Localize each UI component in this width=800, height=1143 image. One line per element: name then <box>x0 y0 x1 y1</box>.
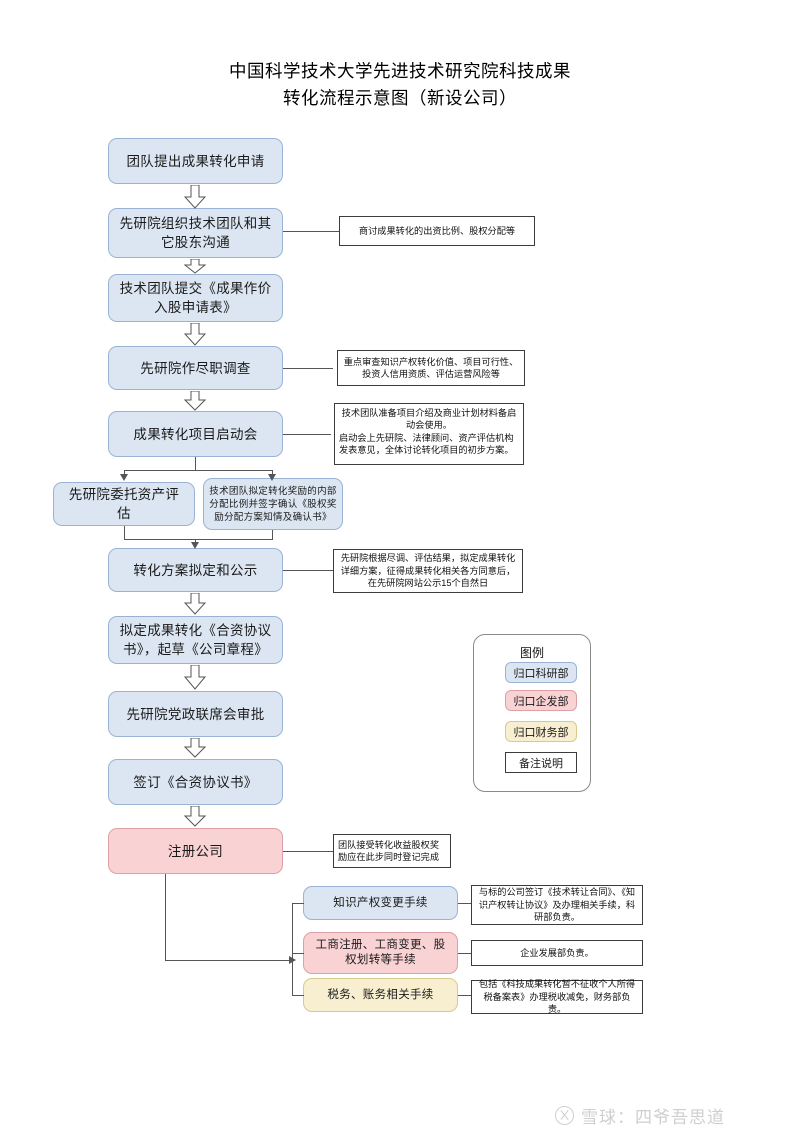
note-due-diligence-scope: 重点审查知识产权转化价值、项目可行性、投资人信用资质、评估运营风险等 <box>337 350 525 386</box>
flow-node-tax-accounting-procedures[interactable]: 税务、账务相关手续 <box>303 978 458 1012</box>
flow-node-due-diligence[interactable]: 先研院作尽职调查 <box>108 346 283 390</box>
arrow-down-icon <box>184 323 206 349</box>
flow-node-sign-agreement[interactable]: 签订《合资协议书》 <box>108 759 283 805</box>
note-ip-transfer-responsibility: 与标的公司签订《技术转让合同》、《知识产权转让协议》及办理相关手续，科研部负责。 <box>471 885 643 925</box>
watermark-text: 雪球：四爷吾思道 <box>581 1108 725 1127</box>
arrow-down-icon <box>184 391 206 417</box>
flow-node-register-company[interactable]: 注册公司 <box>108 828 283 874</box>
arrow-down-icon <box>184 806 206 832</box>
flow-node-internal-reward-allocation[interactable]: 技术团队拟定转化奖励的内部分配比例并签字确认《股权奖励分配方案知情及确认书》 <box>203 478 343 530</box>
connector-line <box>195 457 196 470</box>
flow-node-ip-change-procedures[interactable]: 知识产权变更手续 <box>303 886 458 920</box>
arrow-down-icon <box>184 259 206 285</box>
connector-line <box>292 903 293 995</box>
connector-line <box>124 526 125 539</box>
flow-node-asset-valuation[interactable]: 先研院委托资产评估 <box>53 482 195 526</box>
note-equity-reward-registration: 团队接受转化收益股权奖励应在此步同时登记完成 <box>333 834 451 868</box>
flow-node-submit-application-form[interactable]: 技术团队提交《成果作价入股申请表》 <box>108 274 283 322</box>
flow-node-draft-agreements[interactable]: 拟定成果转化《合资协议书》，起草《公司章程》 <box>108 616 283 664</box>
note-enterprise-dept-responsibility: 企业发展部负责。 <box>471 940 643 966</box>
connector-line <box>124 470 272 471</box>
connector-line <box>165 960 290 961</box>
note-funding-ratio: 商讨成果转化的出资比例、股权分配等 <box>339 216 535 246</box>
flow-node-party-committee-approval[interactable]: 先研院党政联席会审批 <box>108 691 283 737</box>
flow-node-business-registration-procedures[interactable]: 工商注册、工商变更、股权划转等手续 <box>303 932 458 974</box>
connector-line <box>292 995 304 996</box>
note-kickoff-part-2: 启动会上先研院、法律顾问、资产评估机构发表意见，全体讨论转化项目的初步方案。 <box>339 432 514 456</box>
arrow-down-icon <box>184 665 206 691</box>
connector-line <box>124 470 125 475</box>
watermark: 雪球：四爷吾思道 <box>555 1103 725 1128</box>
arrowhead-icon <box>268 474 276 481</box>
note-kickoff-part-1: 技术团队准备项目介绍及商业计划材料备启动会使用。 <box>341 408 517 431</box>
note-publicity-period: 先研院根据尽调、评估结果，拟定成果转化详细方案，征得成果转化相关各方同意后，在先… <box>333 549 523 593</box>
legend-item-finance-dept: 归口财务部 <box>505 721 577 742</box>
connector-line <box>272 470 273 475</box>
connector-line <box>283 231 339 232</box>
connector-line <box>458 903 471 904</box>
connector-line <box>292 903 304 904</box>
connector-line <box>165 874 166 960</box>
connector-line <box>458 995 471 996</box>
connector-line <box>124 539 273 540</box>
flow-node-kickoff-meeting[interactable]: 成果转化项目启动会 <box>108 411 283 457</box>
legend-item-research-dept: 归口科研部 <box>505 662 577 683</box>
legend-item-note-description: 备注说明 <box>505 752 577 773</box>
connector-line <box>292 953 304 954</box>
legend-item-enterprise-dept: 归口企发部 <box>505 690 577 711</box>
xueqiu-logo-icon <box>555 1106 574 1125</box>
connector-line <box>283 851 333 852</box>
arrow-down-icon <box>184 185 206 211</box>
arrowhead-icon <box>191 542 199 549</box>
arrow-down-icon <box>184 738 206 764</box>
note-tax-exemption-filing: 包括《科技成果转化暂不征收个人所得税备案表》办理税收减免，财务部负责。 <box>471 979 643 1014</box>
connector-line <box>283 368 333 369</box>
note-kickoff-meeting: 技术团队准备项目介绍及商业计划材料备启动会使用。 启动会上先研院、法律顾问、资产… <box>334 403 524 465</box>
page-title: 中国科学技术大学先进技术研究院科技成果 转化流程示意图（新设公司） <box>0 58 800 112</box>
connector-line <box>458 953 471 954</box>
arrowhead-icon <box>120 474 128 481</box>
legend-title: 图例 <box>519 646 544 660</box>
connector-line <box>195 539 196 543</box>
flow-node-shareholder-communication[interactable]: 先研院组织技术团队和其它股东沟通 <box>108 208 283 258</box>
title-line-2: 转化流程示意图（新设公司） <box>283 88 517 108</box>
flow-node-application[interactable]: 团队提出成果转化申请 <box>108 138 283 184</box>
connector-line <box>272 530 273 539</box>
connector-line <box>283 570 333 571</box>
title-line-1: 中国科学技术大学先进技术研究院科技成果 <box>229 61 571 81</box>
arrow-down-icon <box>184 593 206 619</box>
connector-line <box>283 434 331 435</box>
flow-node-plan-and-publicity[interactable]: 转化方案拟定和公示 <box>108 548 283 592</box>
